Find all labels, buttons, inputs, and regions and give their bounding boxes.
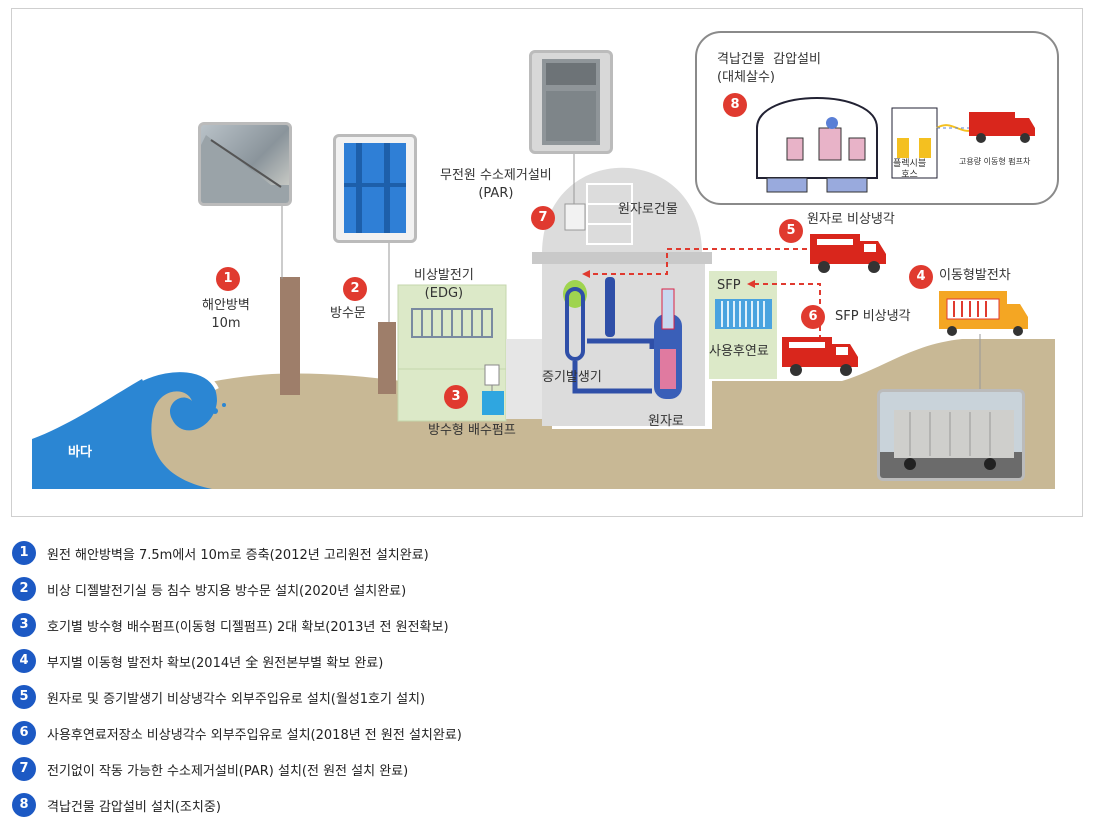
legend-number: 8	[12, 793, 36, 817]
legend-text: 비상 디젤발전기실 등 침수 방지용 방수문 설치(2020년 설치완료)	[47, 583, 407, 599]
reactor-building-label: 원자로건물	[618, 202, 678, 217]
spent-fuel-label: 사용후연료	[709, 344, 769, 359]
legend-number: 3	[12, 613, 36, 637]
steam-generator	[565, 287, 585, 361]
badge-3: 3	[444, 385, 468, 409]
reactor-dome	[542, 167, 702, 254]
legend-text: 격납건물 감압설비 설치(조치중)	[47, 799, 221, 815]
legend-item: 3 호기별 방수형 배수펌프(이동형 디젤펌프) 2대 확보(2013년 전 원…	[12, 612, 449, 638]
badge-7: 7	[531, 206, 555, 230]
sea-label: 바다	[68, 445, 92, 460]
legend-text: 호기별 방수형 배수펌프(이동형 디젤펌프) 2대 확보(2013년 전 원전확…	[47, 619, 449, 635]
floodgate-label: 방수문	[330, 306, 366, 321]
pump-truck-label: 고용량 이동형 펌프차	[959, 157, 1031, 166]
legend-item: 1 원전 해안방벽을 7.5m에서 10m로 증축(2012년 고리원전 설치완…	[12, 540, 429, 566]
sfp-label: SFP	[717, 278, 741, 293]
legend-item: 4 부지별 이동형 발전차 확보(2014년 全 원전본부별 확보 완료)	[12, 648, 383, 674]
legend-number: 2	[12, 577, 36, 601]
steam-generator-label: 증기발생기	[542, 370, 602, 385]
legend-text: 부지별 이동형 발전차 확보(2014년 全 원전본부별 확보 완료)	[47, 655, 384, 671]
hose-label: 플렉시블 호스	[893, 159, 927, 180]
legend-number: 1	[12, 541, 36, 565]
containment-title: 격납건물 감압설비 (대체살수)	[717, 52, 821, 85]
legend-number: 6	[12, 721, 36, 745]
legend-item: 7 전기없이 작동 가능한 수소제거설비(PAR) 설치(전 원전 설치 완료)	[12, 756, 408, 782]
legend-item: 2 비상 디젤발전기실 등 침수 방지용 방수문 설치(2020년 설치완료)	[12, 576, 406, 602]
seawall-label: 해안방벽 10m	[202, 298, 250, 331]
reactor-label: 원자로	[648, 414, 684, 429]
floodgate-photo	[333, 134, 417, 243]
badge-8: 8	[723, 93, 747, 117]
diagram-frame: 격납건물 감압설비 (대체살수) 8 플렉시블 호스 고용량 이동형 펌프차 바…	[11, 8, 1083, 517]
badge-2: 2	[343, 277, 367, 301]
fire-truck-sfp	[782, 337, 858, 376]
pump-truck-photo	[967, 108, 1037, 144]
legend-number: 4	[12, 649, 36, 673]
legend-number: 7	[12, 757, 36, 781]
legend-text: 전기없이 작동 가능한 수소제거설비(PAR) 설치(전 원전 설치 완료)	[47, 763, 409, 779]
par-photo	[529, 50, 613, 154]
seawall-photo	[198, 122, 292, 206]
mobile-generator-photo	[877, 389, 1025, 481]
legend-number: 5	[12, 685, 36, 709]
floodgate-post	[378, 322, 396, 394]
legend-text: 사용후연료저장소 비상냉각수 외부주입유로 설치(2018년 전 원전 설치완료…	[47, 727, 462, 743]
sfp-cooling-line	[752, 283, 821, 349]
badge-5: 5	[779, 219, 803, 243]
legend-text: 원전 해안방벽을 7.5m에서 10m로 증축(2012년 고리원전 설치완료)	[47, 547, 429, 563]
drain-pump	[482, 391, 504, 415]
containment-inset: 격납건물 감압설비 (대체살수) 8 플렉시블 호스 고용량 이동형 펌프차	[695, 31, 1059, 205]
reactor-cooling-label: 원자로 비상냉각	[807, 212, 895, 227]
legend-text: 원자로 및 증기발생기 비상냉각수 외부주입유로 설치(월성1호기 설치)	[47, 691, 426, 707]
legend-item: 8 격납건물 감압설비 설치(조치중)	[12, 792, 221, 818]
edg-label: 비상발전기 (EDG)	[414, 268, 474, 301]
badge-1: 1	[216, 267, 240, 291]
mobile-generator-truck	[939, 291, 1028, 336]
par-device	[564, 203, 586, 231]
pump-label: 방수형 배수펌프	[428, 423, 516, 438]
mobile-generator-label: 이동형발전차	[939, 268, 1011, 283]
legend-item: 6 사용후연료저장소 비상냉각수 외부주입유로 설치(2018년 전 원전 설치…	[12, 720, 462, 746]
sea-wave	[32, 369, 217, 489]
par-label: 무전원 수소제거설비 (PAR)	[440, 168, 552, 201]
badge-4: 4	[909, 265, 933, 289]
sfp-cooling-label: SFP 비상냉각	[835, 309, 911, 324]
seawall	[280, 277, 300, 395]
badge-6: 6	[801, 305, 825, 329]
fire-truck-reactor	[810, 234, 886, 273]
legend-item: 5 원자로 및 증기발생기 비상냉각수 외부주입유로 설치(월성1호기 설치)	[12, 684, 425, 710]
